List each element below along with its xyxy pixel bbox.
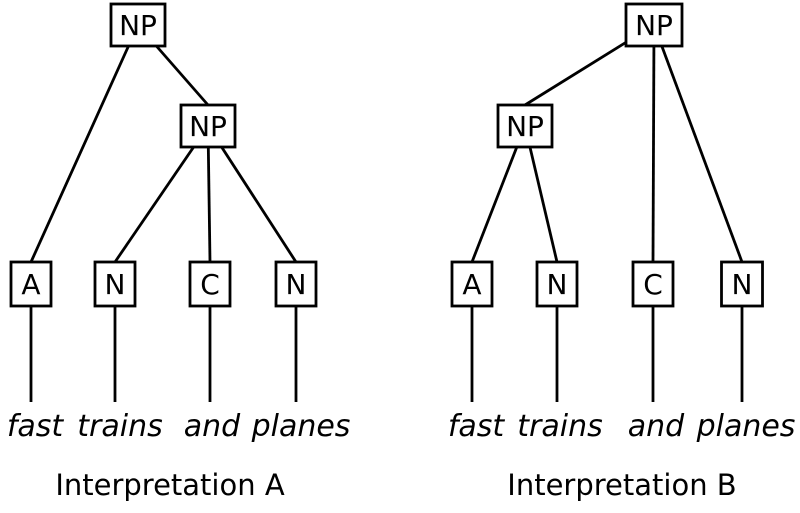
node-box <box>450 260 494 308</box>
node-box <box>109 2 167 48</box>
node-label: N <box>105 268 126 301</box>
tree-caption-b: Interpretation B <box>507 468 736 502</box>
leaf-word: trains <box>77 409 162 444</box>
leaf-word: fast <box>448 409 506 444</box>
node-label: A <box>21 268 40 301</box>
leaf-word: planes <box>696 409 796 444</box>
node-label: C <box>643 268 663 301</box>
tree-caption-a: Interpretation A <box>55 468 285 502</box>
leaf-word: and <box>628 409 685 444</box>
node-box <box>188 260 232 308</box>
node-label: NP <box>506 110 544 143</box>
tree-edge <box>29 24 140 263</box>
node-label: NP <box>119 9 157 42</box>
tree-edge <box>652 24 744 263</box>
tree-edge <box>470 125 527 263</box>
leaf-word: planes <box>251 409 351 444</box>
tree-edge <box>206 125 298 263</box>
node-label: N <box>286 268 307 301</box>
tree-edge <box>206 125 212 263</box>
node-label: C <box>200 268 220 301</box>
tree-edge <box>651 24 656 263</box>
leaf-word: and <box>184 409 241 444</box>
node-box <box>93 260 137 308</box>
node-box <box>179 103 237 149</box>
node-box <box>624 2 684 48</box>
leaf-word: fast <box>7 409 65 444</box>
node-label: NP <box>189 110 227 143</box>
node-label: N <box>547 268 568 301</box>
node-box <box>9 260 53 308</box>
node-label: A <box>462 268 481 301</box>
leaf-word: trains <box>517 409 602 444</box>
tree-edge <box>113 125 210 263</box>
node-label: NP <box>635 9 673 42</box>
node-label: N <box>732 268 753 301</box>
node-box <box>720 260 764 308</box>
tree-edge <box>523 125 559 263</box>
node-box <box>274 260 318 308</box>
node-box <box>496 103 554 149</box>
node-box <box>631 260 675 308</box>
node-box <box>535 260 579 308</box>
